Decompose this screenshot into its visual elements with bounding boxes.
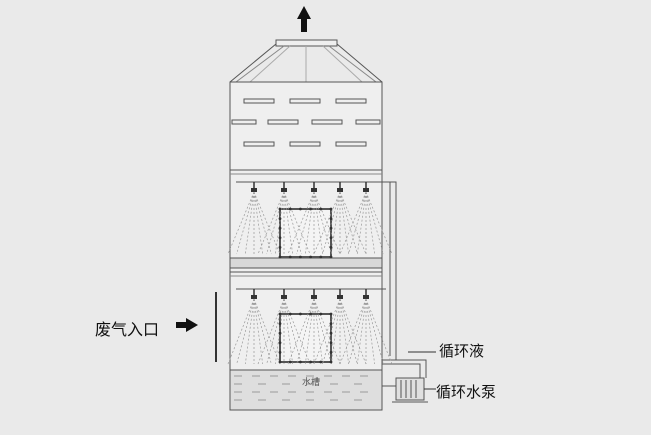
inlet-arrow-right-icon	[176, 318, 198, 332]
bolt	[319, 360, 323, 364]
bolt	[288, 255, 292, 259]
bolt	[319, 207, 323, 211]
bolt	[288, 360, 292, 364]
bolt	[299, 360, 302, 364]
circulation-pipe	[382, 181, 427, 387]
bolt	[278, 207, 282, 211]
gas-inlet-label: 废气入口	[95, 320, 160, 339]
bolt	[329, 341, 333, 345]
bolt	[329, 246, 333, 249]
access-window-lower	[279, 313, 332, 363]
bolt	[309, 360, 312, 364]
spray-nozzle	[287, 289, 341, 365]
bolt	[278, 236, 282, 240]
bolt	[329, 255, 333, 259]
bolt	[319, 255, 323, 259]
tower-structure	[215, 6, 436, 411]
spray-nozzle	[339, 182, 393, 255]
bolt	[278, 360, 282, 364]
bolt	[329, 360, 333, 364]
bolt	[299, 312, 302, 316]
tank-ripples	[234, 375, 368, 401]
bolt	[278, 322, 282, 325]
bolt	[288, 207, 292, 211]
spray-nozzle	[227, 182, 281, 255]
bolt	[329, 331, 333, 335]
window-bolts	[278, 207, 333, 364]
bolt	[278, 255, 282, 259]
roof-hood	[229, 39, 383, 83]
circulation-pump-label: 循环水泵	[436, 383, 497, 401]
spray-nozzle	[257, 289, 311, 365]
water-tank	[229, 369, 383, 411]
pump-icon	[392, 377, 428, 403]
circulating-liquid-label: 循环液	[439, 342, 485, 360]
bolt	[278, 351, 282, 354]
bolt	[329, 217, 333, 221]
bolt	[329, 322, 333, 325]
bolt	[288, 312, 292, 316]
bolt	[329, 226, 333, 230]
packing-layer	[229, 257, 383, 269]
bolt	[309, 312, 312, 316]
tank-label: 水槽	[302, 378, 321, 388]
bolt	[299, 255, 302, 259]
exhaust-arrow-up-icon	[297, 6, 311, 32]
bolt	[278, 312, 282, 316]
bolt	[329, 351, 333, 354]
spray-nozzle	[257, 182, 311, 255]
spray-nozzle	[313, 289, 367, 365]
spray-nozzles	[227, 182, 393, 365]
bolt	[278, 226, 282, 230]
bolt	[278, 246, 282, 249]
demister-slats	[231, 98, 381, 147]
bolt	[309, 207, 312, 211]
spray-nozzle	[227, 289, 281, 365]
bolt	[329, 312, 333, 316]
bolt	[278, 341, 282, 345]
bolt	[278, 331, 282, 335]
bolt	[319, 312, 323, 316]
spray-nozzle	[339, 289, 393, 365]
bolt	[299, 207, 302, 211]
bolt	[329, 236, 333, 240]
bolt	[309, 255, 312, 259]
bolt	[329, 207, 333, 211]
bolt	[278, 217, 282, 221]
